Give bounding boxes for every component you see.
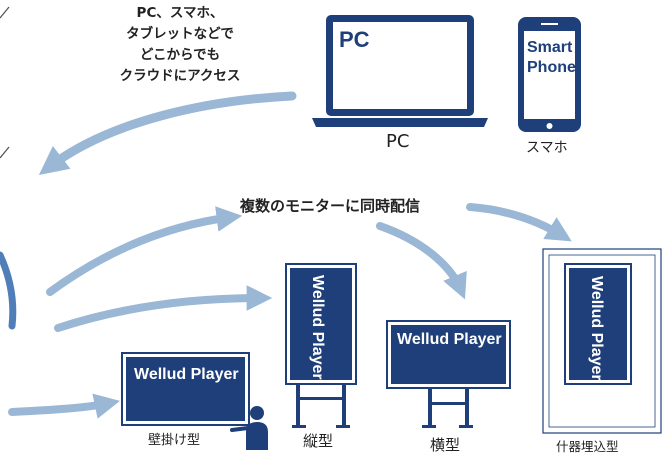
- arrow-devices-to-cloud: [38, 91, 297, 176]
- wall-display-caption: 壁掛け型: [148, 433, 201, 448]
- cloud-access-caption: PC、スマホ、 タブレットなどで どこからでも クラウドにアクセス: [95, 3, 265, 87]
- pc-caption: PC: [386, 131, 410, 152]
- pc-laptop-icon: [312, 15, 488, 127]
- cloud-arc: [0, 251, 17, 330]
- horizontal-display-icon: [386, 320, 511, 428]
- smartphone-icon: [518, 17, 581, 132]
- vertical-display-icon: [285, 263, 357, 428]
- builtin-display-caption: 什器埋込型: [556, 439, 619, 454]
- cloud-caption-line: PC、スマホ、: [136, 5, 224, 21]
- wall-display-icon: [121, 352, 250, 426]
- arrow-to-horizontal-display: [376, 222, 467, 300]
- arrow-to-wall-display: [8, 393, 121, 419]
- arrow-to-builtin-display: [466, 203, 572, 242]
- arrow-to-vertical-display: [54, 285, 273, 332]
- vertical-display-caption: 縦型: [303, 432, 334, 450]
- arrow-to-center-label: [46, 206, 243, 296]
- horizontal-display-caption: 横型: [430, 436, 461, 454]
- wall-display-screen-text: Wellud Player: [134, 366, 239, 383]
- pc-screen-text: PC: [339, 27, 370, 52]
- edge-line-top: [0, 6, 10, 19]
- phone-caption: スマホ: [526, 140, 568, 156]
- cloud-caption-line: タブレットなどで: [126, 26, 234, 42]
- cloud-caption-line: どこからでも: [139, 47, 221, 63]
- person-icon: [230, 406, 268, 450]
- edge-line-middle: [0, 146, 10, 159]
- builtin-display-screen-text: Wellud Player: [588, 276, 605, 381]
- horizontal-display-screen-text: Wellud Player: [397, 331, 502, 348]
- builtin-display-icon: [542, 248, 662, 434]
- multi-monitor-delivery-label: 複数のモニターに同時配信: [240, 197, 421, 215]
- phone-screen-text-phone: Phone: [527, 59, 576, 76]
- vertical-display-screen-text: Wellud Player: [309, 275, 326, 380]
- cloud-caption-line: クラウドにアクセス: [119, 68, 241, 84]
- phone-screen-text-smart: Smart: [527, 39, 573, 56]
